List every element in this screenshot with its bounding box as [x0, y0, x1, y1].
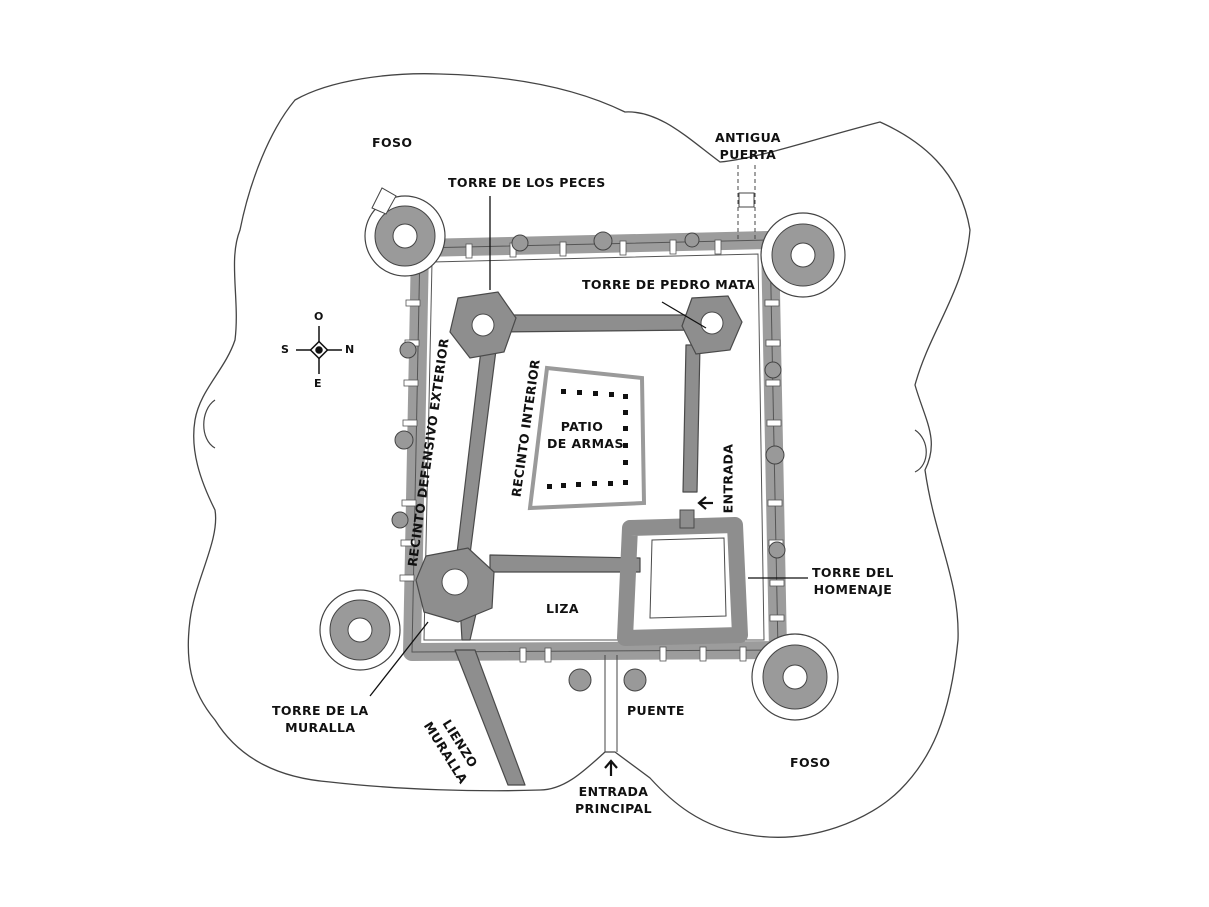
corner-tower-se [751, 633, 839, 721]
inner-tower-pedro-mata [681, 295, 743, 355]
moat-bulge-right [914, 429, 927, 473]
label-foso-top: FOSO [372, 135, 413, 150]
corner-tower-ne [760, 212, 846, 298]
label-entrada: ENTRADA [720, 443, 736, 514]
patio-de-armas-outline [527, 365, 647, 511]
compass-letter-top: O [314, 310, 324, 323]
compass-letter-left: S [281, 343, 289, 356]
patio-dots [547, 389, 628, 489]
inner-enclosure [454, 314, 748, 786]
label-foso-bottom: FOSO [790, 755, 831, 770]
inner-tower-muralla [415, 547, 495, 623]
entrance-stub [679, 509, 695, 529]
compass-rose-icon [296, 326, 342, 374]
moat-bulge-left [203, 399, 216, 449]
compass-letter-right: N [345, 343, 355, 356]
outer-wall-turrets [391, 231, 786, 692]
label-puente: PUENTE [627, 703, 685, 718]
arrow-up-icon [604, 759, 618, 776]
old-gate-passage [737, 165, 756, 242]
arrow-left-icon [697, 496, 713, 510]
leader-lines [369, 196, 808, 697]
homage-tower-outline [649, 537, 727, 619]
moat-outline [187, 73, 971, 838]
label-torre-de-pedro-mata: TORRE DE PEDRO MATA [582, 277, 756, 292]
bridge [604, 655, 618, 752]
corner-tower-sw [319, 589, 401, 671]
label-liza: LIZA [546, 601, 579, 616]
inner-tower-peces [449, 291, 517, 359]
compass-letter-bottom: E [314, 377, 322, 390]
corner-tower-nw [364, 187, 446, 277]
label-torre-de-los-peces: TORRE DE LOS PECES [448, 175, 606, 190]
